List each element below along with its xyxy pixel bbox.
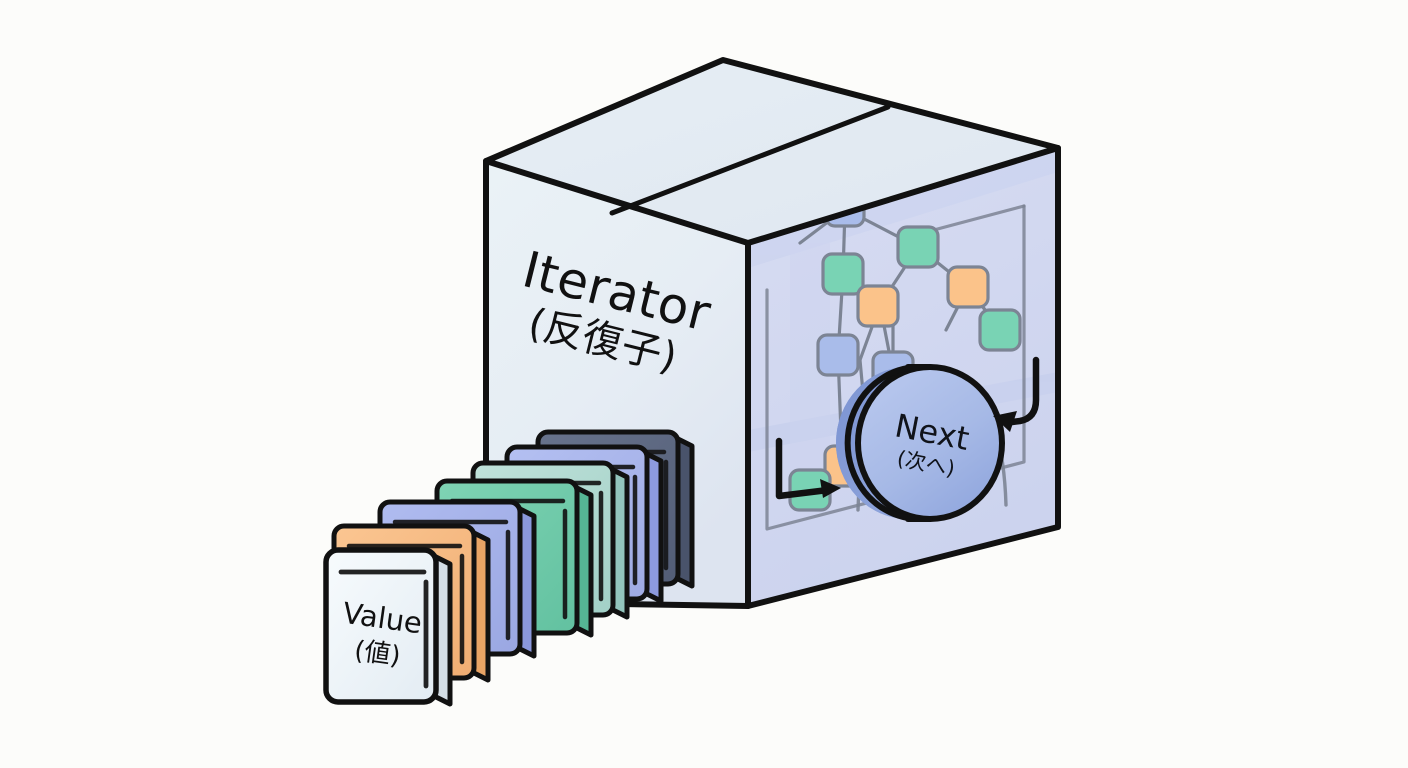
value-card-stack: Value (値) Value (値) Value bbox=[323, 429, 695, 707]
value-card-face bbox=[323, 547, 439, 705]
graph-node bbox=[856, 284, 900, 328]
next-button-label-group: Next (次へ) bbox=[892, 406, 972, 481]
graph-node bbox=[896, 225, 940, 269]
value-card-inner-line bbox=[346, 543, 465, 665]
value-card-inner-line bbox=[338, 569, 429, 689]
arrow-head-left bbox=[993, 411, 1017, 432]
graph-node bbox=[978, 308, 1022, 352]
box-outline-right bbox=[745, 145, 1061, 609]
graph-node bbox=[946, 265, 990, 309]
arrow-out-to-next-button bbox=[775, 437, 841, 500]
graph-node bbox=[816, 333, 860, 377]
arrow-head-right bbox=[820, 479, 841, 498]
arrow-into-next-button bbox=[993, 356, 1040, 432]
value-card-inner-line bbox=[392, 519, 511, 641]
box-right-face-inner-frame-top bbox=[928, 204, 1026, 233]
value-card-front[interactable]: Value (値) bbox=[323, 547, 453, 707]
box-tape-seam bbox=[609, 104, 891, 216]
next-button-side-outline bbox=[844, 365, 911, 521]
next-button-face[interactable] bbox=[858, 367, 1002, 519]
graph-node bbox=[821, 252, 865, 296]
next-button[interactable]: Next (次へ) bbox=[836, 364, 1005, 522]
value-card-front-label-ja: (値) bbox=[352, 636, 402, 672]
